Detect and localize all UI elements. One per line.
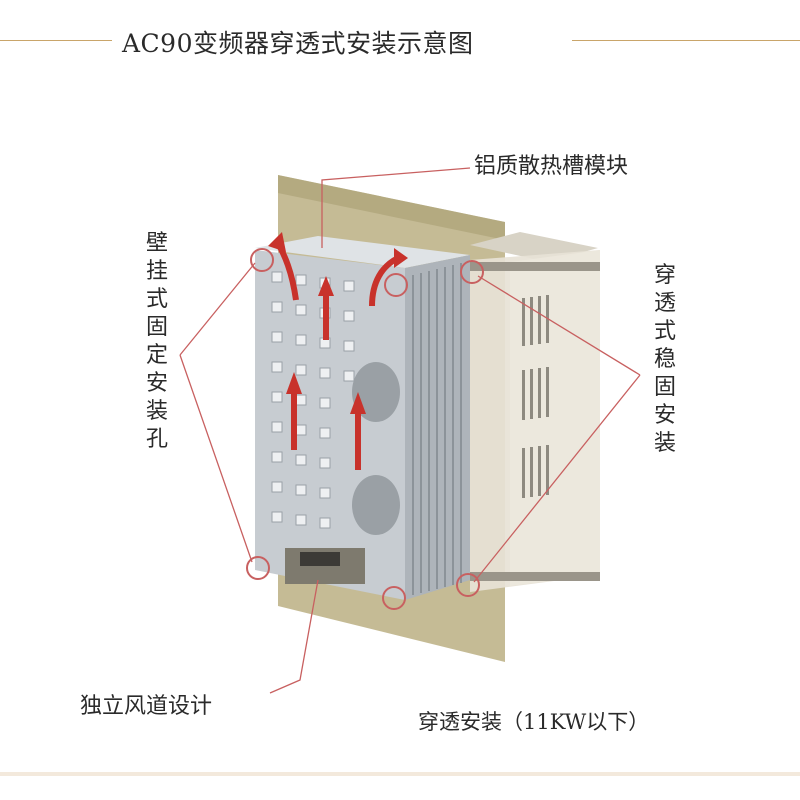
top-rail [470, 262, 600, 271]
caption: 穿透安装（11KW以下） [418, 710, 650, 734]
title-rule-left [0, 40, 112, 41]
mount-hole-markers [246, 248, 484, 610]
heatsink-fins [412, 263, 462, 595]
callout-line-duct [269, 579, 319, 694]
page-title: AC90变频器穿透式安装示意图 [122, 29, 474, 58]
callout-line-holes-top [179, 262, 256, 356]
fan-upper [352, 362, 400, 422]
heatsink-bosses [271, 271, 355, 529]
callout-heatsink-label: 铝质散热槽模块 [474, 154, 629, 179]
heatsink-top [255, 236, 470, 268]
mount-plate-shade [278, 175, 505, 240]
callout-line-through-top [477, 275, 641, 376]
fan-lower [352, 475, 400, 535]
callout-line-holes-bottom [179, 354, 253, 563]
airflow-arrows [268, 232, 408, 470]
callout-lines [179, 167, 641, 694]
callout-line-heatsink [321, 167, 471, 248]
callout-through-mount-label: 穿透式稳固安装 [653, 263, 676, 456]
title-rule-right [572, 40, 800, 41]
bottom-rail [470, 572, 600, 581]
callout-line-through-bottom [473, 374, 641, 583]
callout-air-duct-label: 独立风道设计 [80, 694, 213, 719]
bottom-rule [0, 772, 800, 776]
bottom-connector-slot [300, 552, 340, 566]
callout-wall-mount-label: 壁挂式固定安装孔 [145, 231, 168, 452]
